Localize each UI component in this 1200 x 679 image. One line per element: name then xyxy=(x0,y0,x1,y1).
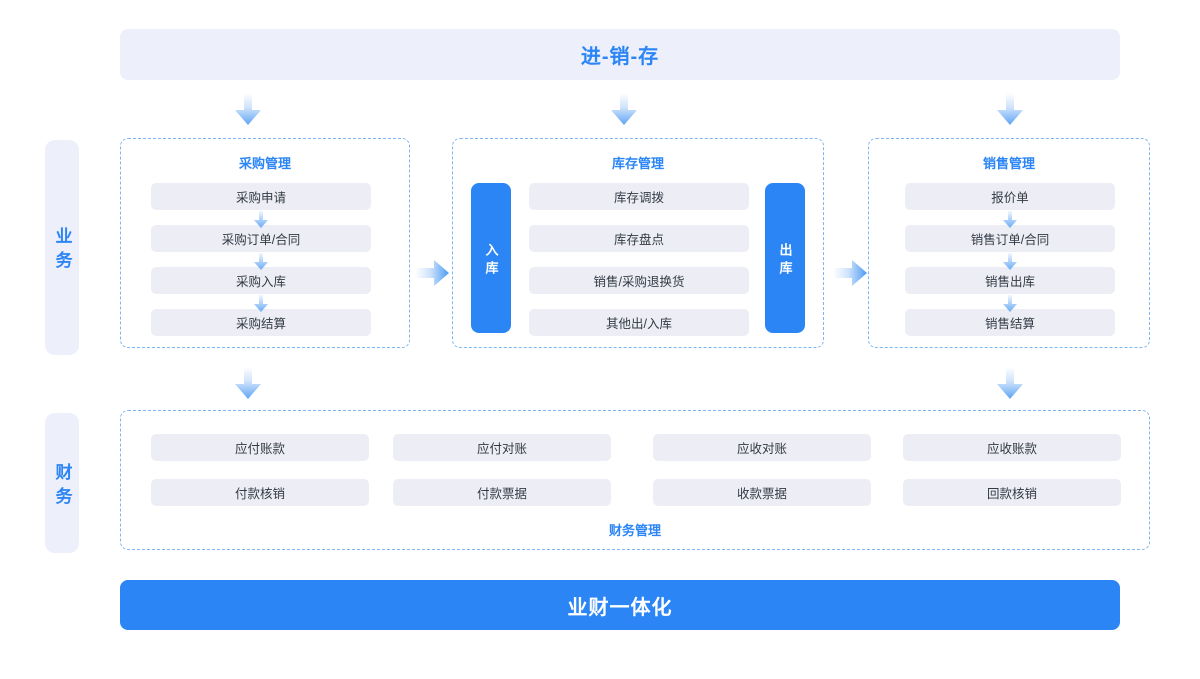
pill-purchase-settlement[interactable]: 采购结算 xyxy=(151,309,371,336)
section-finance: 应付账款 应付对账 应收对账 应收账款 付款核销 付款票据 收款票据 回款核销 … xyxy=(120,410,1150,550)
pill-payable-reconciliation[interactable]: 应付对账 xyxy=(393,434,611,461)
pill-sales-outbound[interactable]: 销售出库 xyxy=(905,267,1115,294)
pill-purchase-order[interactable]: 采购订单/合同 xyxy=(151,225,371,252)
pill-purchase-inbound[interactable]: 采购入库 xyxy=(151,267,371,294)
outbound-bar-label: 出库 xyxy=(777,242,793,279)
outbound-bar[interactable]: 出库 xyxy=(765,183,805,333)
arrow-down-sales-3 xyxy=(1003,295,1017,312)
arrow-down-purchase-3 xyxy=(254,295,268,312)
pill-stock-count[interactable]: 库存盘点 xyxy=(529,225,749,252)
section-purchase: 采购管理 采购申请 采购订单/合同 采购入库 采购结算 xyxy=(120,138,410,348)
arrow-down-sales-to-finance xyxy=(997,367,1023,399)
pill-receipt-voucher[interactable]: 收款票据 xyxy=(653,479,871,506)
section-inventory-title: 库存管理 xyxy=(611,156,664,171)
arrow-down-sales-2 xyxy=(1003,253,1017,270)
arrow-down-to-inventory xyxy=(611,93,637,125)
header-banner: 进-销-存 xyxy=(120,29,1120,80)
side-label-business-text: 业务 xyxy=(52,227,72,275)
pill-sales-settlement[interactable]: 销售结算 xyxy=(905,309,1115,336)
arrow-down-sales-1 xyxy=(1003,211,1017,228)
footer-title: 业财一体化 xyxy=(567,596,673,619)
pill-stock-transfer[interactable]: 库存调拨 xyxy=(529,183,749,210)
pill-quotation[interactable]: 报价单 xyxy=(905,183,1115,210)
pill-sales-purchase-return[interactable]: 销售/采购退换货 xyxy=(529,267,749,294)
section-sales: 销售管理 报价单 销售订单/合同 销售出库 销售结算 xyxy=(868,138,1150,348)
arrow-down-purchase-to-finance xyxy=(235,367,261,399)
pill-sales-order[interactable]: 销售订单/合同 xyxy=(905,225,1115,252)
arrow-down-to-purchase xyxy=(235,93,261,125)
side-label-finance: 财务 xyxy=(45,413,79,553)
pill-collection-writeoff[interactable]: 回款核销 xyxy=(903,479,1121,506)
pill-accounts-receivable[interactable]: 应收账款 xyxy=(903,434,1121,461)
section-sales-title: 销售管理 xyxy=(982,156,1035,171)
pill-purchase-request[interactable]: 采购申请 xyxy=(151,183,371,210)
section-purchase-title: 采购管理 xyxy=(238,156,291,171)
arrow-down-to-sales xyxy=(997,93,1023,125)
arrow-right-inventory-to-sales xyxy=(833,260,867,286)
arrow-down-purchase-1 xyxy=(254,211,268,228)
footer-banner: 业财一体化 xyxy=(120,580,1120,630)
section-inventory: 库存管理 入库 出库 库存调拨 库存盘点 销售/采购退换货 其他出/入库 xyxy=(452,138,824,348)
side-label-business: 业务 xyxy=(45,140,79,355)
pill-other-in-out[interactable]: 其他出/入库 xyxy=(529,309,749,336)
arrow-right-purchase-to-inventory xyxy=(415,260,449,286)
arrow-down-purchase-2 xyxy=(254,253,268,270)
inbound-bar[interactable]: 入库 xyxy=(471,183,511,333)
pill-accounts-payable[interactable]: 应付账款 xyxy=(151,434,369,461)
pill-receivable-reconciliation[interactable]: 应收对账 xyxy=(653,434,871,461)
side-label-finance-text: 财务 xyxy=(52,462,72,511)
inbound-bar-label: 入库 xyxy=(483,242,499,279)
section-finance-title: 财务管理 xyxy=(608,523,661,538)
page-title: 进-销-存 xyxy=(580,46,660,68)
pill-payment-writeoff[interactable]: 付款核销 xyxy=(151,479,369,506)
pill-payment-voucher[interactable]: 付款票据 xyxy=(393,479,611,506)
